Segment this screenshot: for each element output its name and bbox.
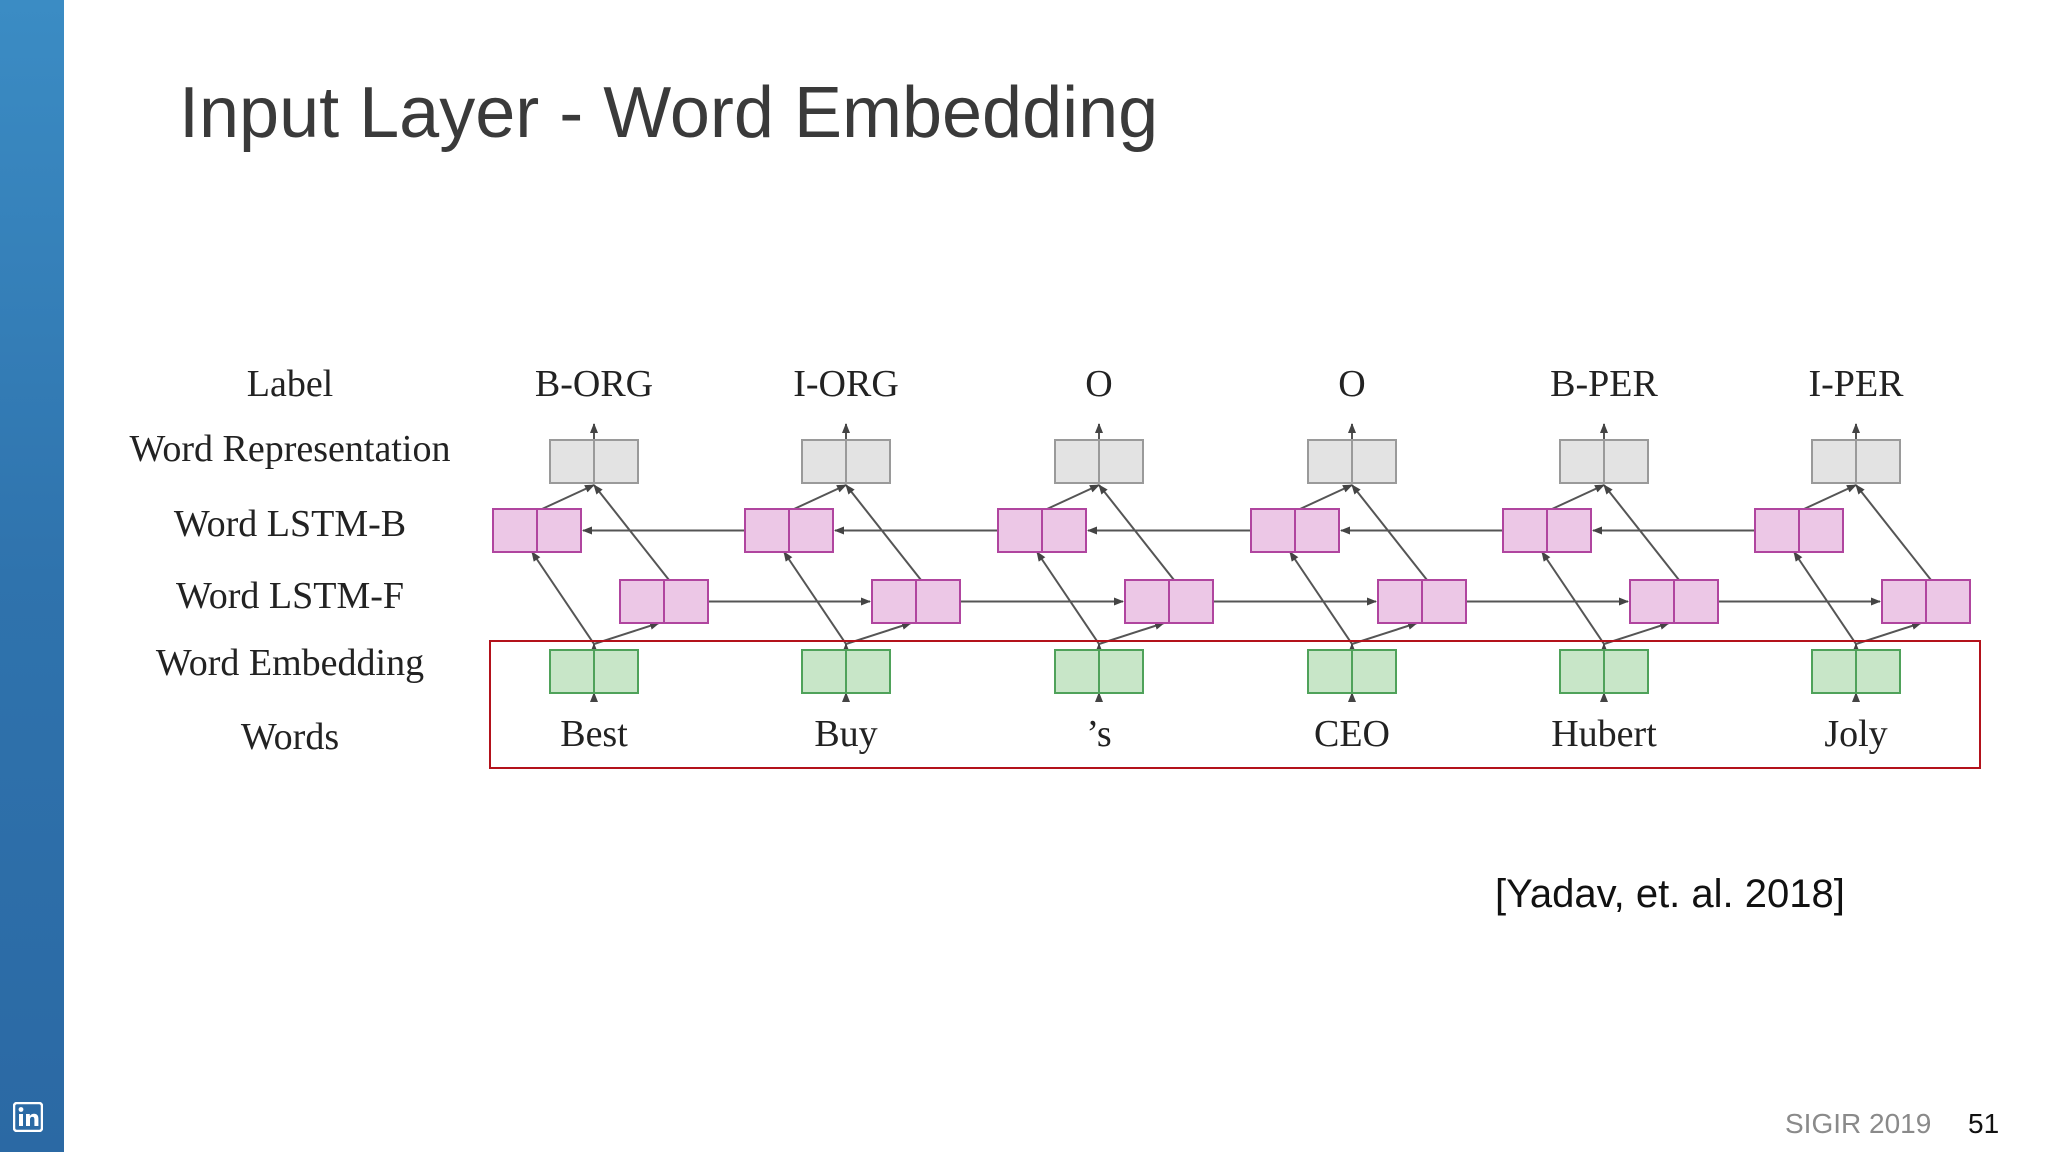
lstm-f-box [619,579,709,624]
embedding-to-lstm-b-arrow [783,551,847,645]
input-word: Best [560,713,628,755]
lstm-f-box [1377,579,1467,624]
lstm-b-to-representation-arrow [541,484,595,510]
input-word: Hubert [1551,713,1657,755]
ner-label: B-ORG [535,363,653,405]
row-label-word-lstm-b: Word LSTM-B [174,503,406,545]
word-embedding-box [1307,649,1397,694]
lstm-b-box [492,508,582,553]
lstm-b-to-representation-arrow [1803,484,1857,510]
embedding-to-lstm-b-arrow [1036,551,1100,645]
lstm-b-to-representation-arrow [1299,484,1353,510]
row-label-label: Label [247,363,334,405]
embedding-to-lstm-b-arrow [1793,551,1857,645]
embedding-to-lstm-b-arrow [1289,551,1353,645]
lstm-b-to-representation-arrow [793,484,847,510]
slide-title: Input Layer - Word Embedding [179,73,1159,153]
lstm-f-to-representation-arrow [593,484,670,581]
lstm-f-to-representation-arrow [845,484,922,581]
word-representation-box [549,439,639,484]
lstm-b-box [744,508,834,553]
input-word: CEO [1314,713,1390,755]
page-number: 51 [1968,1108,2000,1139]
lstm-b-to-representation-arrow [1046,484,1100,510]
input-word: Joly [1824,713,1887,755]
embedding-to-lstm-b-arrow [1541,551,1605,645]
input-word: Buy [814,713,877,755]
lstm-b-to-representation-arrow [1551,484,1605,510]
input-word: ’s [1086,713,1111,755]
word-embedding-box [801,649,891,694]
word-representation-box [1811,439,1901,484]
row-label-word-lstm-f: Word LSTM-F [176,575,404,617]
lstm-f-box [1629,579,1719,624]
embedding-highlight-box [489,640,1981,769]
word-representation-box [1559,439,1649,484]
ner-label: O [1338,363,1365,405]
word-representation-box [1054,439,1144,484]
lstm-b-box [1754,508,1844,553]
linkedin-logo-icon [13,1102,43,1132]
embedding-to-lstm-b-arrow [531,551,595,645]
word-embedding-box [1559,649,1649,694]
lstm-f-to-representation-arrow [1351,484,1428,581]
ner-label: I-PER [1809,363,1905,405]
word-embedding-box [549,649,639,694]
lstm-f-box [1881,579,1971,624]
word-representation-box [1307,439,1397,484]
row-label-word-representation: Word Representation [130,428,451,470]
lstm-b-box [1502,508,1592,553]
sidebar-stripe [0,0,64,1152]
ner-label: I-ORG [793,363,899,405]
lstm-f-box [1124,579,1214,624]
row-label-words: Words [241,716,339,758]
word-representation-box [801,439,891,484]
lstm-b-box [1250,508,1340,553]
conference-label: SIGIR 2019 [1785,1108,1932,1139]
ner-label: B-PER [1550,363,1658,405]
lstm-b-box [997,508,1087,553]
citation-text: [Yadav, et. al. 2018] [1495,872,1845,916]
lstm-f-to-representation-arrow [1855,484,1932,581]
row-label-word-embedding: Word Embedding [156,642,424,684]
word-embedding-box [1811,649,1901,694]
ner-label: O [1085,363,1112,405]
lstm-f-to-representation-arrow [1098,484,1175,581]
lstm-f-box [871,579,961,624]
word-embedding-box [1054,649,1144,694]
lstm-f-to-representation-arrow [1603,484,1680,581]
